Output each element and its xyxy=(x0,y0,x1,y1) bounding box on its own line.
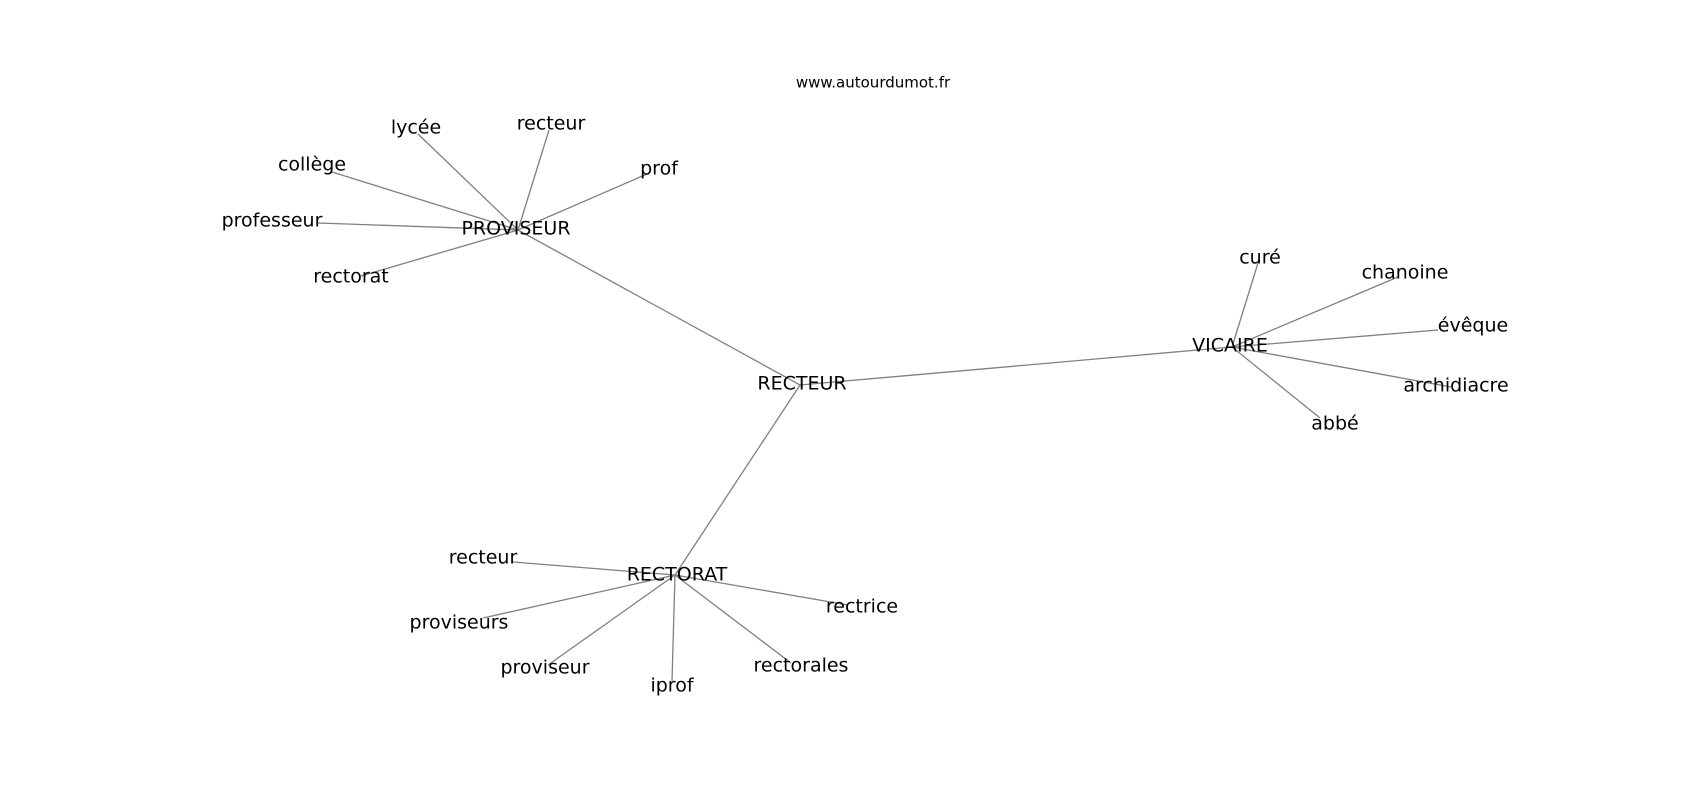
leaf-node-1-2[interactable]: évêque xyxy=(1438,315,1508,337)
edge-1-4 xyxy=(1231,346,1321,419)
edge-1-0 xyxy=(1231,262,1259,348)
leaf-node-0-4[interactable]: professeur xyxy=(222,210,323,232)
edge-0-4 xyxy=(317,222,519,231)
leaf-node-2-1[interactable]: rectrice xyxy=(826,596,898,618)
leaf-node-1-1[interactable]: chanoine xyxy=(1362,262,1449,284)
leaf-node-1-4[interactable]: abbé xyxy=(1311,413,1358,435)
edge-center-2 xyxy=(674,384,801,576)
edge-0-1 xyxy=(517,129,550,231)
edge-2-4 xyxy=(547,574,676,666)
leaf-node-0-1[interactable]: recteur xyxy=(517,113,586,135)
edge-0-0 xyxy=(417,133,519,231)
source-label: www.autourdumot.fr xyxy=(796,74,951,92)
edge-0-3 xyxy=(331,171,519,231)
edge-2-2 xyxy=(482,574,676,619)
leaf-node-0-2[interactable]: prof xyxy=(640,158,679,180)
leaf-node-2-3[interactable]: rectorales xyxy=(754,655,849,677)
leaf-node-0-0[interactable]: lycée xyxy=(391,117,441,139)
leaf-node-0-5[interactable]: rectorat xyxy=(313,266,389,288)
graph-edges xyxy=(317,129,1452,682)
center-node[interactable]: RECTEUR xyxy=(757,373,846,395)
graph-labels: RECTEUR PROVISEUR lycée recteur prof collège… xyxy=(222,113,1509,697)
edge-0-2 xyxy=(517,173,648,231)
cluster-node-2[interactable]: RECTORAT xyxy=(627,564,728,586)
cluster-node-0[interactable]: PROVISEUR xyxy=(461,218,570,240)
leaf-node-1-3[interactable]: archidiacre xyxy=(1403,375,1508,397)
edge-1-3 xyxy=(1231,346,1452,388)
leaf-node-1-0[interactable]: curé xyxy=(1239,247,1281,269)
edge-1-2 xyxy=(1231,329,1439,348)
leaf-node-2-2[interactable]: proviseurs xyxy=(410,612,509,634)
edge-2-1 xyxy=(674,574,849,606)
edge-center-1 xyxy=(799,346,1233,386)
leaf-node-0-3[interactable]: collège xyxy=(278,154,346,176)
leaf-node-2-0[interactable]: recteur xyxy=(449,547,518,569)
edge-0-5 xyxy=(360,229,519,277)
edge-1-1 xyxy=(1231,276,1399,348)
edge-center-0 xyxy=(517,229,801,386)
leaf-node-2-4[interactable]: proviseur xyxy=(500,657,589,679)
edge-2-3 xyxy=(674,574,792,664)
edge-2-5 xyxy=(671,574,676,682)
leaf-node-2-5[interactable]: iprof xyxy=(650,675,694,697)
edge-2-0 xyxy=(512,561,676,576)
cluster-node-1[interactable]: VICAIRE xyxy=(1192,335,1268,357)
